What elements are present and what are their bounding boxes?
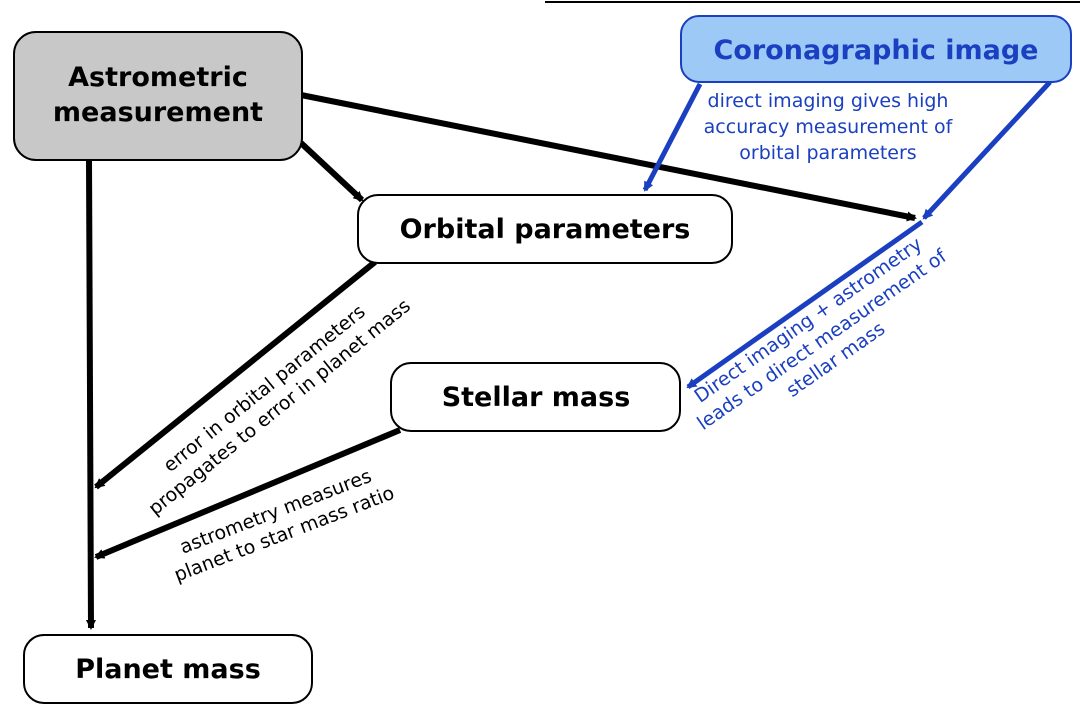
direct-imaging-line1: direct imaging gives high [708, 90, 949, 112]
arrow-coronagraphic-to-intersection [922, 80, 1052, 220]
arrow-intersection-to-stellar [686, 219, 924, 390]
error-propagation-line1: error in orbital parameters [159, 301, 369, 477]
arrow-orbital-to-planet [94, 259, 377, 490]
stellar-label: Stellar mass [442, 382, 631, 413]
arrow-astrometric-to-stellar-path [300, 92, 917, 222]
stellar-measurement-line2: leads to direct measurement of [693, 244, 952, 434]
error-propagation-line2: propagates to error in planet mass [144, 295, 414, 520]
arrow-astrometric-to-planet [85, 159, 96, 630]
node-astrometric-measurement: Astrometric measurement [13, 31, 303, 161]
node-orbital-parameters: Orbital parameters [357, 194, 733, 264]
direct-imaging-line3: orbital parameters [739, 142, 916, 164]
planet-label: Planet mass [75, 654, 261, 685]
astrometric-label-line1: Astrometric [68, 62, 248, 93]
node-coronagraphic-image: Coronagraphic image [680, 15, 1072, 83]
direct-imaging-line2: accuracy measurement of [704, 116, 954, 138]
node-planet-mass: Planet mass [23, 634, 313, 704]
annotation-direct-imaging: direct imaging gives high accuracy measu… [704, 90, 954, 164]
coronagraphic-label: Coronagraphic image [714, 35, 1039, 66]
arrow-astrometric-to-orbital [298, 140, 365, 203]
node-stellar-mass: Stellar mass [390, 362, 681, 432]
orbital-label: Orbital parameters [400, 214, 691, 245]
astrometric-label-line2: measurement [53, 97, 263, 128]
arrow-stellar-to-planet [94, 427, 402, 560]
arrow-coronagraphic-to-orbital [642, 82, 703, 192]
